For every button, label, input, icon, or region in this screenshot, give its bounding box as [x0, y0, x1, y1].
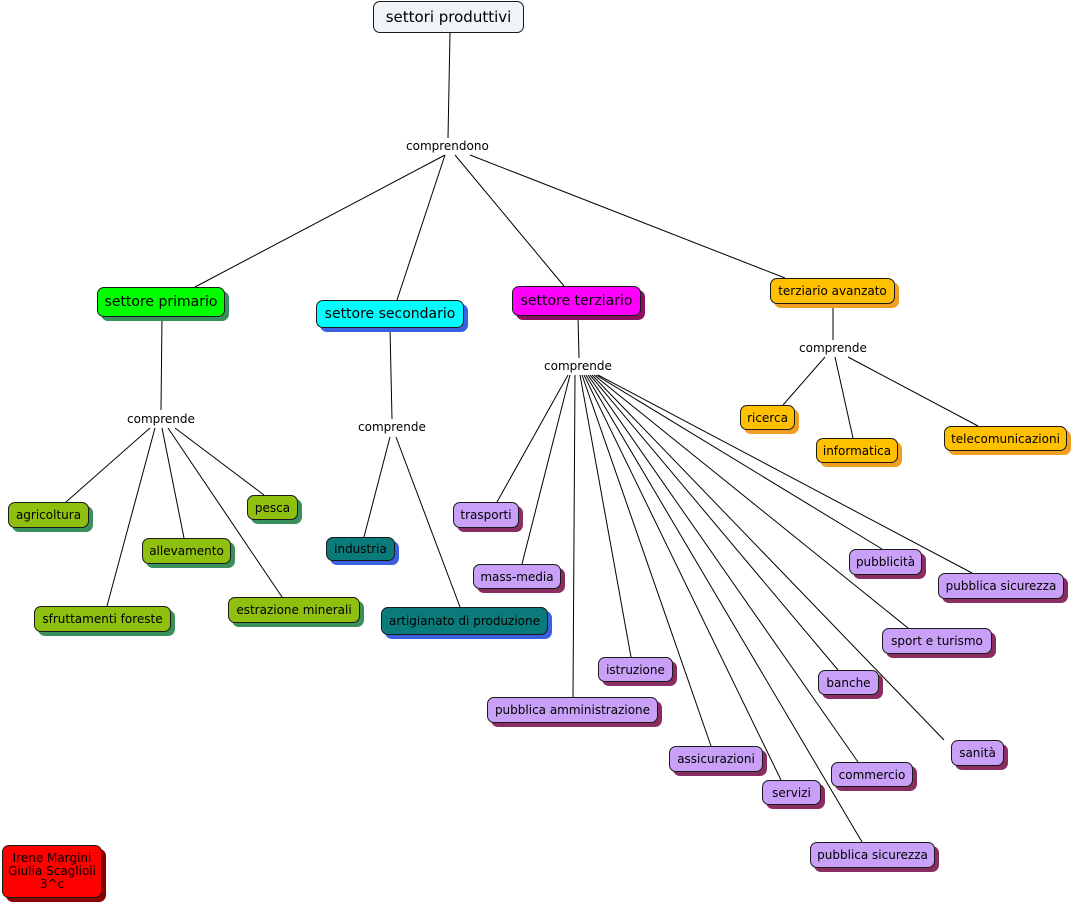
link-label-comprendono: comprendono	[404, 139, 491, 153]
node-terziario-avanzato[interactable]: terziario avanzato	[770, 278, 895, 304]
node-trasporti[interactable]: trasporti	[453, 502, 519, 528]
link-label-comprende-tertiary: comprende	[542, 359, 614, 373]
author-credit-box: Irene Margini Giulia Scaglioli 3^c	[2, 845, 102, 898]
node-estrazione-minerali[interactable]: estrazione minerali	[228, 597, 360, 623]
node-settore-secondario[interactable]: settore secondario	[316, 300, 464, 328]
node-artigianato-di-produzione[interactable]: artigianato di produzione	[381, 607, 548, 635]
node-telecomunicazioni[interactable]: telecomunicazioni	[944, 426, 1067, 451]
node-sfruttamenti-foreste[interactable]: sfruttamenti foreste	[34, 606, 171, 632]
node-servizi[interactable]: servizi	[762, 780, 821, 805]
node-pesca[interactable]: pesca	[247, 495, 298, 520]
node-banche[interactable]: banche	[818, 670, 879, 695]
node-industria[interactable]: industria	[326, 537, 395, 561]
node-istruzione[interactable]: istruzione	[598, 657, 673, 682]
node-assicurazioni[interactable]: assicurazioni	[669, 746, 763, 772]
node-sport-e-turismo[interactable]: sport e turismo	[882, 628, 992, 654]
link-label-comprende-secondary: comprende	[356, 420, 428, 434]
node-settore-primario[interactable]: settore primario	[97, 287, 225, 317]
root-node-settori-produttivi[interactable]: settori produttivi	[373, 1, 524, 33]
node-pubblicita[interactable]: pubblicità	[849, 549, 922, 575]
node-ricerca[interactable]: ricerca	[740, 405, 795, 430]
link-label-comprende-primary: comprende	[125, 412, 197, 426]
link-label-comprende-advanced: comprende	[797, 341, 869, 355]
node-informatica[interactable]: informatica	[816, 438, 898, 463]
node-settore-terziario[interactable]: settore terziario	[512, 286, 641, 316]
node-agricoltura[interactable]: agricoltura	[8, 502, 89, 528]
node-commercio[interactable]: commercio	[831, 762, 913, 787]
node-sanita[interactable]: sanità	[951, 740, 1004, 766]
node-mass-media[interactable]: mass-media	[473, 564, 561, 589]
node-allevamento[interactable]: allevamento	[142, 538, 231, 564]
node-pubblica-amministrazione[interactable]: pubblica amministrazione	[487, 697, 658, 723]
node-pubblica-sicurezza-bottom[interactable]: pubblica sicurezza	[810, 842, 935, 868]
node-pubblica-sicurezza-right[interactable]: pubblica sicurezza	[938, 573, 1064, 599]
